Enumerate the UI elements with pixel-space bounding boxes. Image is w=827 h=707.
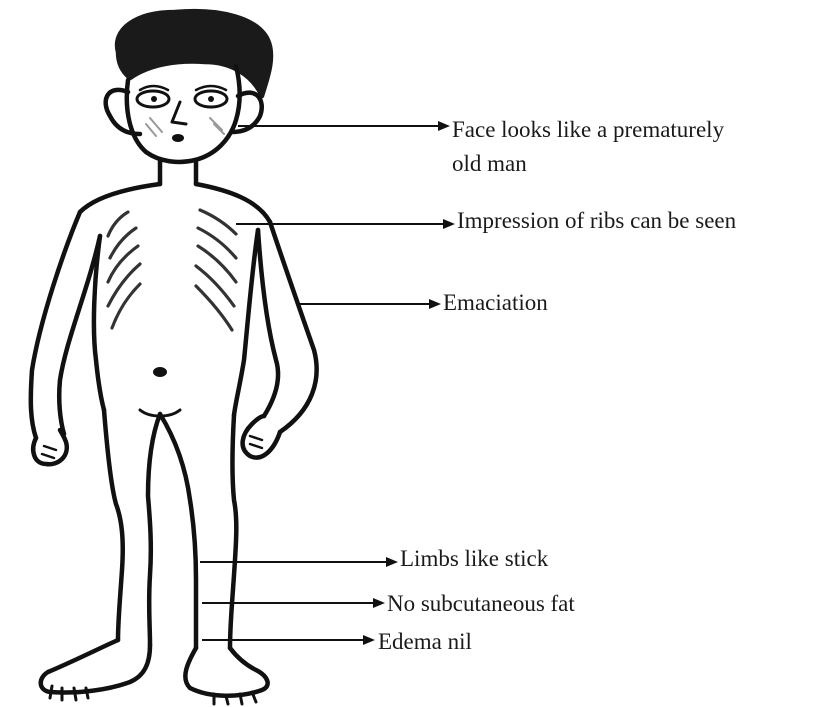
label-face: Face looks like a prematurely old man	[452, 113, 724, 181]
label-face-line1: Face looks like a prematurely	[452, 113, 724, 147]
arrowhead-face	[438, 121, 450, 131]
right-leg-inner	[160, 414, 196, 648]
right-arm-inner	[258, 230, 278, 416]
arrowhead-limbs	[386, 557, 398, 567]
navel	[153, 367, 167, 377]
rib-l2	[110, 228, 136, 258]
torso-left	[94, 236, 104, 410]
label-emaciation: Emaciation	[443, 288, 548, 318]
right-hand	[243, 416, 280, 458]
arrowhead-fat	[373, 598, 385, 608]
label-subcutaneous-fat: No subcutaneous fat	[387, 589, 575, 619]
rib-l1	[108, 212, 128, 236]
left-leg-inner	[148, 414, 160, 645]
right-leg-outer	[230, 415, 236, 648]
label-edema: Edema nil	[378, 627, 472, 657]
arrowhead-emaciation	[429, 299, 441, 309]
label-face-line2: old man	[452, 147, 724, 181]
left-ear	[106, 90, 140, 134]
left-shoulder	[80, 184, 160, 212]
left-foot	[41, 640, 150, 693]
hair	[117, 11, 271, 96]
right-foot	[185, 648, 267, 696]
arrowhead-edema	[363, 635, 375, 645]
mouth	[172, 134, 184, 142]
rib-r5	[196, 286, 232, 330]
left-leg-outer	[104, 410, 123, 640]
arrowhead-ribs	[443, 219, 455, 229]
right-arm-outer	[270, 222, 317, 432]
rib-r2	[198, 228, 236, 258]
head-outline	[127, 66, 240, 162]
torso-right	[234, 230, 258, 415]
label-ribs: Impression of ribs can be seen	[457, 206, 736, 236]
label-limbs: Limbs like stick	[400, 544, 548, 574]
right-shoulder	[196, 184, 270, 222]
nose	[172, 102, 186, 124]
